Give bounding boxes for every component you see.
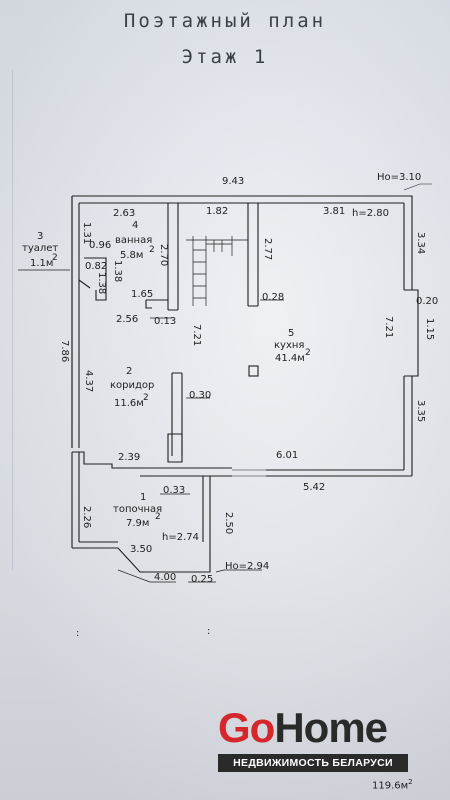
dim-7-21-a: 7.21 <box>191 324 202 346</box>
logo-subtitle: НЕДВИЖИМОСТЬ БЕЛАРУСИ <box>218 754 408 772</box>
dim-5-42: 5.42 <box>303 482 325 493</box>
ho-bottom: Но=2.94 <box>225 561 269 572</box>
total-area-sup: 2 <box>408 778 413 786</box>
logo-wordmark: GoHome <box>218 704 388 751</box>
room-4-name: ванная <box>115 235 152 246</box>
mark-left: : <box>76 628 79 639</box>
dim-4-00: 4.00 <box>154 572 176 583</box>
dim-1-38-a: 1.38 <box>96 272 107 294</box>
room-1-height: h=2.74 <box>162 532 199 543</box>
dim-7-21-b: 7.21 <box>383 316 394 338</box>
room-3-sup: 2 <box>52 253 58 263</box>
room-2-name: коридор <box>110 380 154 391</box>
room-2-area: 11.6м <box>114 398 144 409</box>
dim-2-39: 2.39 <box>118 452 140 463</box>
room-1-area: 7.9м <box>126 518 149 529</box>
total-area-value: 119.6м <box>372 780 409 792</box>
logo-go: Go <box>218 704 275 751</box>
dim-1-65: 1.65 <box>131 289 153 300</box>
total-area: 119.6м2 <box>372 778 413 791</box>
room-5-num: 5 <box>288 328 294 339</box>
room-2-sup: 2 <box>143 393 149 403</box>
dim-2-77: 2.77 <box>262 238 273 260</box>
room-1-sup: 2 <box>155 512 161 522</box>
room-4-sup: 2 <box>149 245 155 255</box>
room-2-num: 2 <box>126 366 132 377</box>
dim-0-33: 0.33 <box>163 485 185 496</box>
dim-0-82: 0.82 <box>85 261 107 272</box>
dim-0-96: 0.96 <box>89 240 111 251</box>
dim-0-20: 0.20 <box>416 296 438 307</box>
dim-2-26: 2.26 <box>81 506 92 528</box>
room-4-area: 5.8м <box>120 250 143 261</box>
plan-title: Поэтажный план <box>123 10 327 32</box>
mark-right: : <box>207 626 210 637</box>
dim-2-70: 2.70 <box>158 244 169 266</box>
dim-left-height: 7.86 <box>59 340 70 362</box>
room-3-num: 3 <box>37 231 43 242</box>
dim-3-34: 3.34 <box>415 232 426 254</box>
logo-home: Home <box>274 704 388 751</box>
dim-1-38-b: 1.38 <box>112 260 123 282</box>
room-5-sup: 2 <box>305 348 311 358</box>
room-5-name: кухня <box>274 340 304 351</box>
dim-2-63: 2.63 <box>113 208 135 219</box>
room-3-name: туалет <box>22 243 58 254</box>
floor-title: Этаж 1 <box>181 46 269 68</box>
room-5-height: h=2.80 <box>352 208 389 219</box>
dim-0-25: 0.25 <box>191 574 213 585</box>
dim-6-01: 6.01 <box>276 450 298 461</box>
dim-3-81: 3.81 <box>323 206 345 217</box>
dim-0-30: 0.30 <box>189 390 211 401</box>
room-3-area: 1.1м <box>30 258 53 269</box>
dim-3-50: 3.50 <box>130 544 152 555</box>
dim-0-13: 0.13 <box>154 316 176 327</box>
room-1-num: 1 <box>140 492 146 503</box>
room-4-num: 4 <box>132 220 138 231</box>
room-1-name: топочная <box>113 504 162 515</box>
dim-total-width: 9.43 <box>222 176 244 187</box>
dim-4-37: 4.37 <box>83 370 94 392</box>
gohome-logo: GoHome НЕДВИЖИМОСТЬ БЕЛАРУСИ <box>218 706 408 776</box>
dim-2-56: 2.56 <box>116 314 138 325</box>
ho-top: Но=3.10 <box>377 172 421 183</box>
page-margin-line <box>0 70 13 570</box>
dim-1-15: 1.15 <box>424 318 435 340</box>
dim-3-35: 3.35 <box>415 400 426 422</box>
dim-2-50: 2.50 <box>223 512 234 534</box>
dim-1-82: 1.82 <box>206 206 228 217</box>
dim-0-28: 0.28 <box>262 292 284 303</box>
room-5-area: 41.4м <box>275 353 305 364</box>
dim-1-31: 1.31 <box>81 222 92 244</box>
